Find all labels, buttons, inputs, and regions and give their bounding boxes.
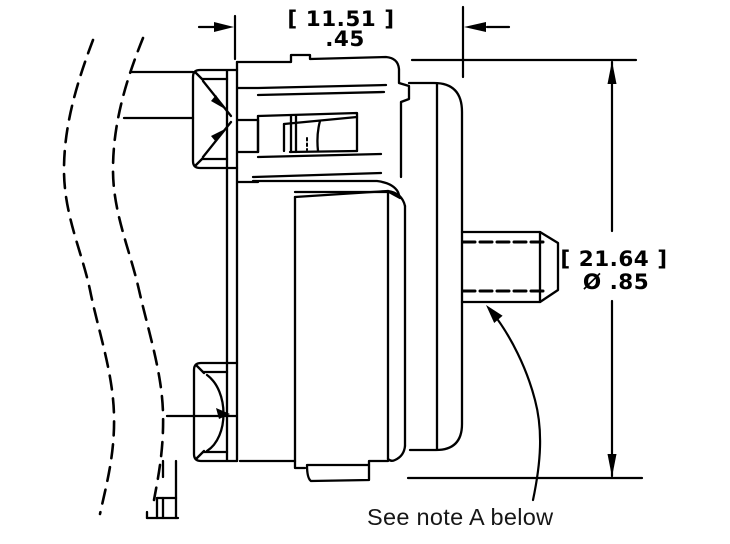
break-line-right xyxy=(111,36,165,502)
threaded-stud xyxy=(460,230,560,304)
mounting-flange xyxy=(407,81,464,452)
contact-arrow-upper xyxy=(211,95,225,109)
width-dimension: [ 11.51 ] .45 xyxy=(197,5,511,79)
width-arrow-left-head xyxy=(214,22,234,32)
housing-outline xyxy=(235,53,411,179)
top-terminal xyxy=(191,68,239,170)
dia-arrow-up-head xyxy=(607,61,617,84)
width-arrow-right-head xyxy=(464,22,486,32)
switch-body xyxy=(238,189,407,483)
stud-outline xyxy=(460,230,560,304)
contact-arrow-bottom xyxy=(216,408,230,419)
connector-housing xyxy=(235,53,411,200)
terminal-wires xyxy=(122,70,238,418)
note-label: See note A below xyxy=(367,504,554,530)
mounting-foot xyxy=(145,459,180,520)
dia-arrow-down-head xyxy=(607,454,617,477)
note-leader-arrowhead xyxy=(486,305,503,323)
width-dim-metric-label: [ 11.51 ] xyxy=(287,7,394,32)
note-leader-line xyxy=(490,310,542,502)
dia-dim-imperial-label: Ø .85 xyxy=(583,270,649,295)
bottom-terminal xyxy=(192,361,239,463)
diameter-dimension: [ 21.64 ] Ø .85 xyxy=(406,58,667,480)
contact-arrow-lower xyxy=(211,129,225,142)
flange-silhouette xyxy=(407,81,464,452)
top-terminal-outline xyxy=(191,68,239,170)
body-bottom-tab xyxy=(305,463,371,483)
note-annotation: See note A below xyxy=(367,305,554,530)
panel-break-lines xyxy=(62,36,165,516)
break-line-left xyxy=(62,38,116,516)
bottom-terminal-outline xyxy=(192,361,239,463)
width-dim-imperial-label: .45 xyxy=(325,27,365,52)
dia-dim-metric-label: [ 21.64 ] xyxy=(560,247,667,272)
terminal-carrier xyxy=(225,60,239,463)
